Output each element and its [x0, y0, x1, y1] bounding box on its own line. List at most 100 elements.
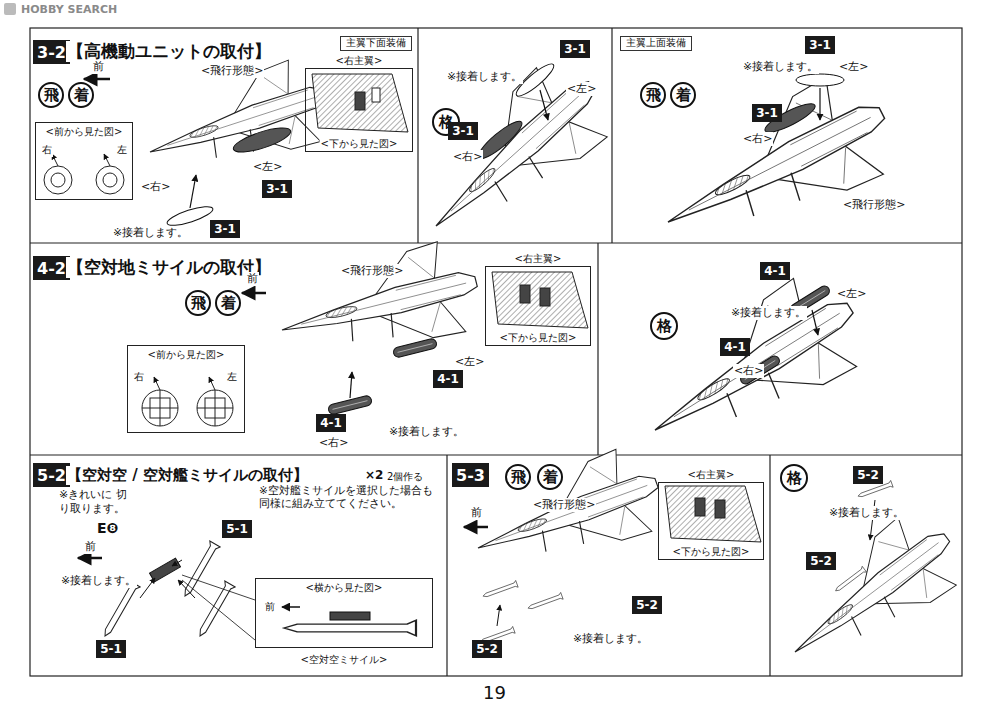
mode-symbol-text: 飛: [646, 86, 661, 105]
inset-view: <横から見た図>前<空対空ミサイル>: [255, 578, 433, 648]
inset-caption: <右主翼>: [687, 468, 736, 482]
ship-fighter: [768, 501, 973, 687]
annotation: ※接着します。: [388, 425, 465, 439]
step-title: 【空対地ミサイルの取付】: [66, 257, 272, 278]
annotation: <左>: [838, 60, 869, 74]
ship-fighter: [402, 48, 624, 262]
part-number: 5-2: [472, 640, 502, 658]
part-number: 3-1: [262, 180, 292, 198]
annotation: 前: [470, 506, 483, 520]
part-number-text: 5-1: [226, 522, 248, 536]
inset-caption: <空対空ミサイル>: [300, 653, 389, 667]
annotation: <右>: [318, 436, 349, 450]
ship-fighter: [626, 261, 878, 475]
annotation: ※接着します。: [742, 60, 819, 74]
page-number: 19: [482, 682, 507, 705]
inset-view: <右主翼><下から見た図>: [658, 482, 764, 560]
mode-symbol-text: 飛: [191, 294, 206, 313]
part-number: 3-1: [448, 122, 478, 140]
step-number: 4-2: [33, 256, 70, 280]
inset-caption: <前から見た図>: [45, 125, 124, 139]
annotation: ×2: [364, 468, 384, 483]
part-number: 5-1: [96, 640, 126, 658]
ship-flight: [270, 235, 487, 375]
mode-symbol-text: 飛: [44, 86, 59, 105]
mode-symbol: 格: [650, 312, 678, 340]
wing-underside-figure: [312, 74, 761, 542]
step-number-text: 5-2: [37, 466, 66, 485]
annotation: <飛行形態>: [532, 498, 596, 512]
part-number: 4-1: [720, 338, 750, 356]
mode-symbol: 着: [68, 82, 94, 108]
part-number: 5-2: [806, 552, 836, 570]
part-number-text: 5-2: [857, 468, 879, 482]
mode-symbol: 着: [537, 464, 563, 490]
watermark-logo: [4, 3, 16, 15]
section-header: 主翼下面装備: [340, 36, 412, 51]
section-header-text: 主翼上面装備: [626, 37, 686, 50]
inset-caption: <下から見た図>: [499, 331, 578, 345]
annotation: 前: [92, 60, 105, 74]
front-view-figure: [44, 154, 233, 426]
step-number: 3-2: [33, 40, 70, 64]
annotation: <左>: [252, 160, 283, 174]
watermark: HOBBY SEARCH: [20, 3, 118, 17]
inset-caption: <横から見た図>: [305, 581, 384, 595]
inset-caption: <右主翼>: [335, 54, 384, 68]
step-number-text: 5-3: [456, 466, 485, 485]
annotation: <飛行形態>: [200, 64, 264, 78]
mode-symbol-text: 着: [676, 86, 691, 105]
part-number-text: 3-1: [214, 222, 236, 236]
ship-flight: [642, 62, 907, 271]
section-header: 主翼上面装備: [620, 36, 692, 51]
part-number-text: 5-2: [810, 554, 832, 568]
inset-caption: <右主翼>: [514, 252, 563, 266]
section-header-text: 主翼下面装備: [346, 37, 406, 50]
part-number: 5-1: [222, 520, 252, 538]
annotation: ※接着します。: [572, 632, 649, 646]
ship-flight: [462, 440, 671, 589]
inset-view: <前から見た図>右左: [127, 345, 245, 433]
step-number-text: 3-2: [37, 43, 66, 62]
annotation: <飛行形態>: [842, 198, 906, 212]
mobility-units: [165, 60, 844, 229]
part-number: 4-1: [316, 414, 346, 432]
missile-pods: [327, 284, 831, 415]
annotation: E❽: [96, 520, 119, 538]
inset-caption: <下から見た図>: [320, 137, 399, 151]
annotation: ※きれいに 切り取ります。: [58, 488, 136, 516]
part-number-text: 4-1: [437, 372, 459, 386]
mode-symbol-text: 飛: [511, 468, 526, 487]
inset-caption: 左: [116, 143, 128, 157]
mode-symbol: 着: [215, 290, 241, 316]
part-number: 3-1: [210, 220, 240, 238]
part-number-text: 4-1: [320, 416, 342, 430]
missile-assembly: [100, 480, 893, 645]
part-number-text: 3-1: [809, 38, 831, 52]
part-number: 5-2: [632, 596, 662, 614]
inset-caption: 左: [226, 370, 238, 384]
mode-symbol: 飛: [38, 82, 64, 108]
mode-symbol-text: 着: [543, 468, 558, 487]
annotation: ※接着します。: [112, 226, 189, 240]
annotation: ※接着します。: [60, 574, 137, 588]
ship-flight: [136, 52, 340, 193]
part-number: 3-1: [560, 40, 590, 58]
step-number: 5-3: [452, 463, 489, 487]
inset-view: <右主翼><下から見た図>: [305, 68, 413, 152]
mode-symbol: 飛: [185, 290, 211, 316]
panel-frames: [30, 28, 962, 676]
annotation: 前: [246, 272, 259, 286]
annotation: <右>: [733, 364, 764, 378]
annotation: <左>: [454, 355, 485, 369]
annotation: 2個作る: [386, 471, 424, 484]
mode-symbol-text: 着: [221, 294, 236, 313]
part-number-text: 3-1: [756, 106, 778, 120]
inset-caption: 右: [133, 370, 145, 384]
mode-symbol-text: 格: [787, 469, 802, 488]
part-number-text: 5-1: [100, 642, 122, 656]
inset-view: <右主翼><下から見た図>: [485, 266, 591, 346]
annotation: <右>: [140, 180, 171, 194]
part-number-text: 3-1: [452, 124, 474, 138]
